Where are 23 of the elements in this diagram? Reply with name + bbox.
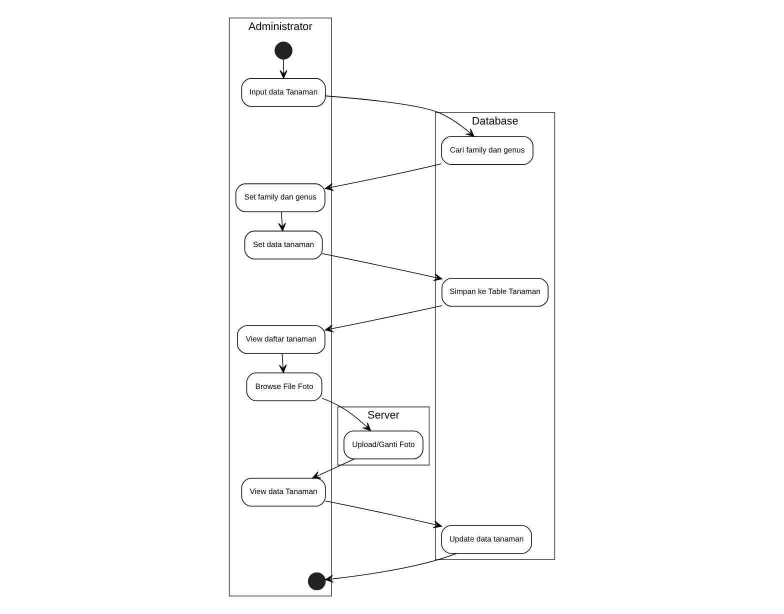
arrow: [279, 353, 287, 374]
node-box: Update data tanaman: [441, 525, 532, 554]
arrow: [325, 500, 442, 528]
arrow: [324, 305, 442, 332]
node-box: Set family dan genus: [236, 183, 326, 212]
node-box: Browse File Foto: [246, 372, 322, 402]
arrow: [278, 211, 286, 232]
node-box: Simpan ke Table Tanaman: [442, 278, 548, 307]
arrow: [324, 163, 442, 191]
node-box: Upload/Ganti Foto: [344, 430, 424, 460]
node-circle: [274, 42, 292, 60]
arrow: [322, 253, 442, 282]
arrow: [322, 398, 372, 431]
arrow: [280, 58, 288, 79]
arrow: [325, 96, 474, 137]
node-box: View daftar tanaman: [237, 325, 326, 354]
arrow: [324, 553, 458, 583]
node-box: Set data tanaman: [244, 230, 323, 260]
node-box: Input data Tanaman: [241, 78, 326, 107]
arrow: [312, 458, 355, 479]
node-box: View data Tanaman: [241, 478, 326, 506]
node-box: Cari family dan genus: [441, 136, 534, 165]
node-circle: [308, 572, 326, 590]
